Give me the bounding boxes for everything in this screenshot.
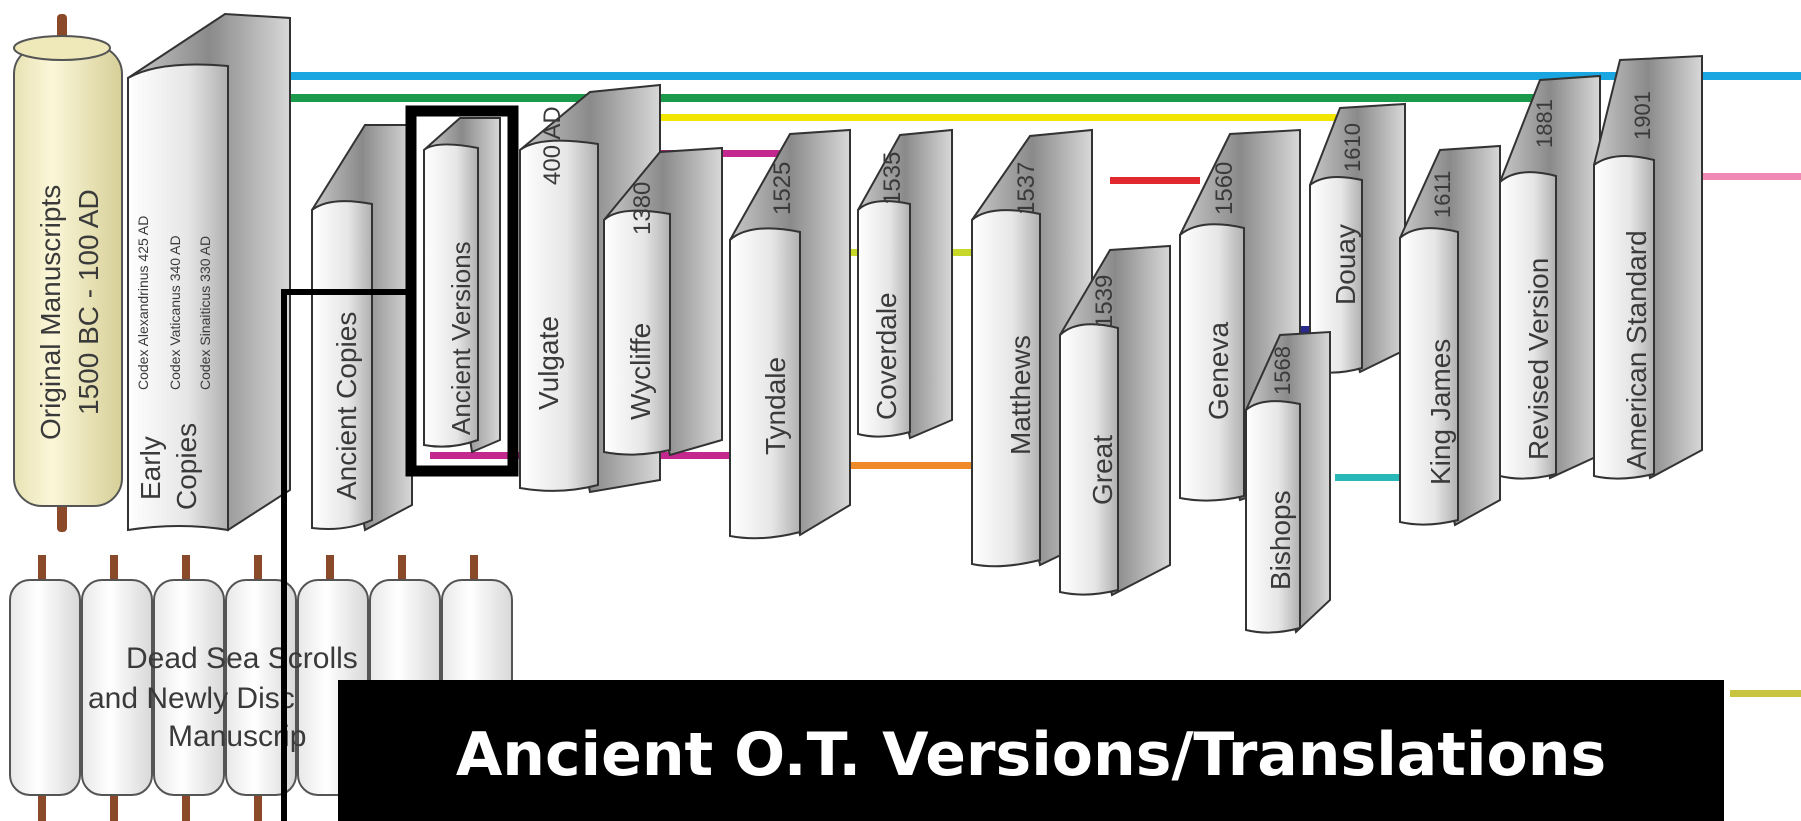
original-manuscripts-line1: Original Manuscripts bbox=[35, 185, 66, 440]
bar-red bbox=[1110, 177, 1200, 184]
great-label: Great bbox=[1087, 435, 1118, 505]
coverdale-year: 1535 bbox=[879, 152, 906, 205]
book-bishops: 1568 Bishops bbox=[1244, 330, 1331, 634]
vulgate-label: Vulgate bbox=[533, 316, 564, 410]
tyndale-year: 1525 bbox=[769, 162, 796, 215]
dead-sea-scrolls-line1: Dead Sea Scrolls bbox=[126, 642, 358, 675]
codex-line-2: Codex Vaticanus 340 AD bbox=[167, 235, 183, 390]
matthews-label: Matthews bbox=[1005, 335, 1036, 455]
bar-orange bbox=[830, 462, 1060, 469]
book-revised-version: 1881 Revised Version bbox=[1498, 74, 1601, 480]
early-copies-label-line2: Copies bbox=[171, 423, 202, 510]
bar-yellow-right bbox=[1730, 690, 1801, 697]
book-tyndale: 1525 Tyndale bbox=[728, 128, 851, 540]
coverdale-label: Coverdale bbox=[871, 292, 902, 420]
great-year: 1539 bbox=[1091, 275, 1118, 328]
revised-version-label: Revised Version bbox=[1523, 258, 1554, 460]
caption-banner: Ancient O.T. Versions/Translations bbox=[338, 680, 1724, 821]
early-copies-book: Early Copies Codex Alexandrinus 425 AD C… bbox=[126, 12, 291, 532]
revised-version-year: 1881 bbox=[1532, 99, 1557, 148]
book-king-james: 1611 King James bbox=[1398, 144, 1501, 527]
geneva-year: 1560 bbox=[1211, 162, 1238, 215]
bar-teal bbox=[1335, 474, 1405, 481]
matthews-year: 1537 bbox=[1013, 162, 1040, 215]
wycliffe-year: 1380 bbox=[629, 182, 656, 235]
vulgate-year: 400 AD bbox=[539, 106, 566, 185]
geneva-label: Geneva bbox=[1203, 322, 1234, 420]
douay-year: 1610 bbox=[1340, 123, 1365, 172]
bar-green bbox=[268, 94, 1543, 102]
king-james-year: 1611 bbox=[1430, 171, 1455, 218]
douay-label: Douay bbox=[1330, 224, 1361, 305]
bishops-label: Bishops bbox=[1265, 490, 1296, 590]
ancient-versions-label: Ancient Versions bbox=[446, 241, 476, 435]
codex-line-3: Codex Sinaiticus 330 AD bbox=[197, 236, 213, 390]
codex-line-1: Codex Alexandrinus 425 AD bbox=[135, 216, 151, 390]
american-standard-label: American Standard bbox=[1621, 230, 1652, 470]
american-standard-year: 1901 bbox=[1630, 91, 1655, 140]
bar-pink bbox=[1696, 173, 1801, 180]
ancient-copies-label: Ancient Copies bbox=[331, 312, 362, 500]
ancient-versions-book: Ancient Versions bbox=[422, 117, 501, 454]
early-copies-label-line1: Early bbox=[135, 436, 166, 500]
tyndale-label: Tyndale bbox=[760, 357, 791, 455]
original-manuscripts-line2: 1500 BC - 100 AD bbox=[73, 189, 104, 415]
book-great: 1539 Great bbox=[1058, 244, 1171, 597]
caption-title: Ancient O.T. Versions/Translations bbox=[455, 719, 1607, 790]
king-james-label: King James bbox=[1425, 339, 1456, 485]
bar-blue bbox=[268, 72, 1801, 80]
book-douay: 1610 Douay bbox=[1308, 102, 1406, 374]
bar-yellow bbox=[652, 114, 1336, 121]
highlight-callout bbox=[281, 105, 519, 821]
book-wycliffe: 1380 Wycliffe bbox=[602, 146, 723, 457]
bishops-year: 1568 bbox=[1270, 346, 1295, 395]
dead-sea-scrolls-line2: and Newly Disc bbox=[88, 682, 295, 715]
ancient-copies-book: Ancient Copies bbox=[310, 124, 413, 532]
original-manuscripts-scroll: Original Manuscripts 1500 BC - 100 AD bbox=[13, 14, 123, 532]
book-american-standard: 1901 American Standard bbox=[1592, 54, 1703, 480]
wycliffe-label: Wycliffe bbox=[625, 323, 656, 420]
book-coverdale: 1535 Coverdale bbox=[856, 128, 953, 440]
